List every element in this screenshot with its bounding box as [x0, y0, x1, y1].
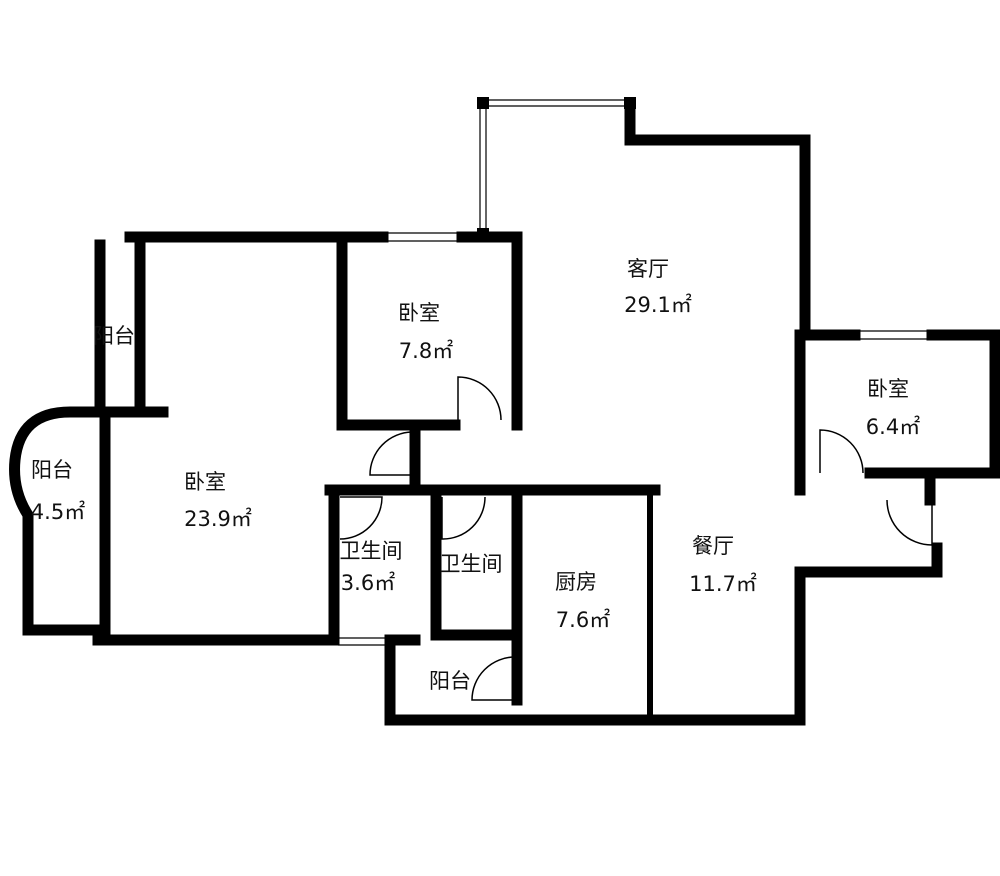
room-area-dining: 11.7㎡ [689, 572, 757, 596]
room-area-bathroom-1: 3.6㎡ [341, 571, 395, 595]
room-name-bedroom-small: 卧室 [398, 301, 440, 325]
room-name-bathroom-2: 卫生间 [440, 552, 503, 576]
room-name-bathroom-1: 卫生间 [340, 539, 403, 563]
room-name-bedroom-master: 卧室 [184, 470, 226, 494]
room-area-bedroom-master: 23.9㎡ [184, 507, 252, 531]
room-area-bedroom-right: 6.4㎡ [866, 415, 920, 439]
room-name-kitchen: 厨房 [555, 570, 597, 594]
room-name-balcony-strip: 阳台 [93, 324, 135, 348]
walls [9, 97, 1000, 726]
doors [339, 376, 933, 701]
room-name-balcony-round: 阳台 [31, 458, 73, 482]
room-area-kitchen: 7.6㎡ [556, 608, 610, 632]
room-name-living: 客厅 [627, 257, 669, 281]
room-name-dining: 餐厅 [692, 534, 734, 558]
room-area-bedroom-small: 7.8㎡ [399, 339, 453, 363]
room-area-living: 29.1㎡ [624, 293, 692, 317]
room-name-bedroom-right: 卧室 [867, 377, 909, 401]
room-area-balcony-round: 4.5㎡ [31, 500, 85, 524]
room-name-balcony-small: 阳台 [429, 669, 471, 693]
